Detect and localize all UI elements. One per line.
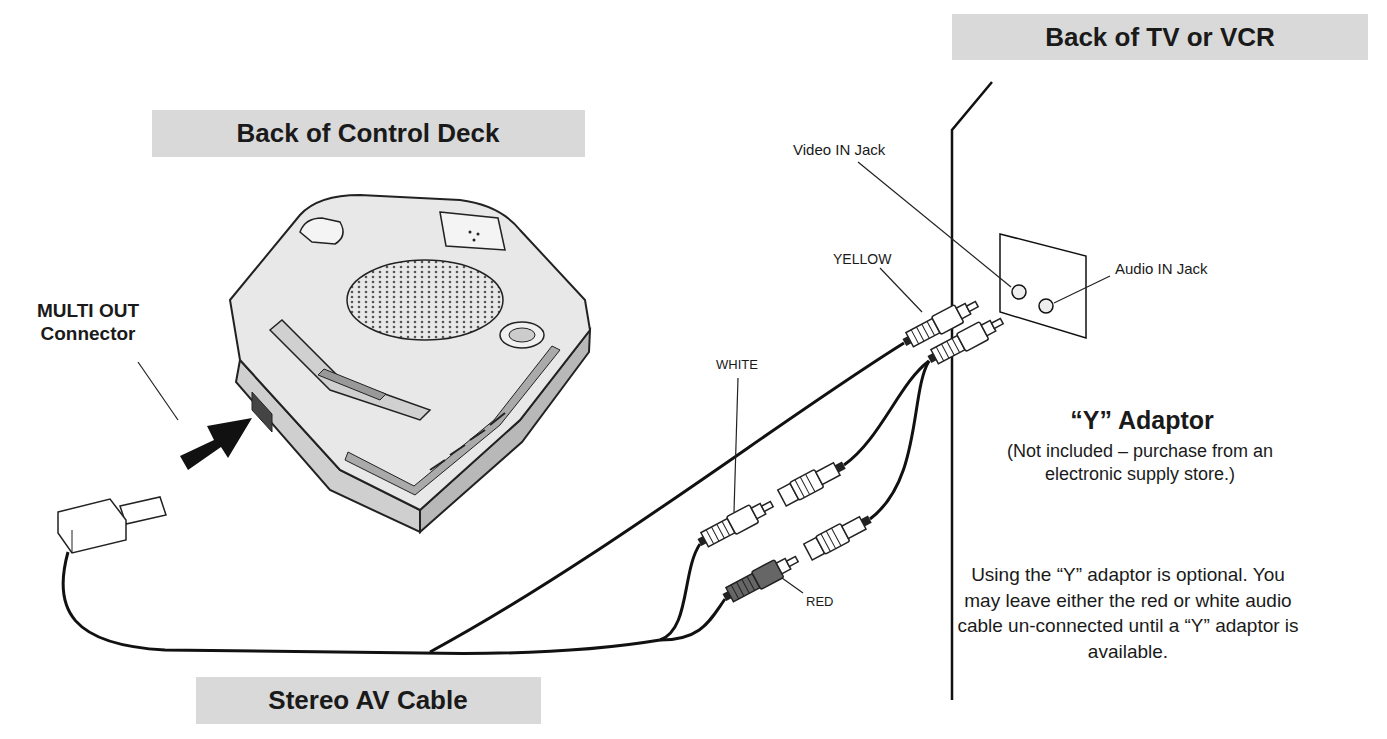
- part-title: “Y” Adaptor: [1070, 405, 1214, 435]
- band-text: Back of TV or VCR: [1045, 22, 1275, 53]
- adaptor-socket: [777, 456, 848, 507]
- caption-band: Stereo AV Cable: [196, 677, 541, 724]
- cable-color-label: RED: [806, 594, 833, 610]
- leader-lines: [734, 162, 1110, 593]
- note: Using the “Y” adaptor is optional. You m…: [953, 562, 1303, 665]
- control-deck: [230, 195, 590, 532]
- jack-label: Video IN Jack: [793, 141, 885, 159]
- adaptor-plug: [925, 312, 1007, 368]
- leader-line: [138, 362, 178, 420]
- heading-band: Back of TV or VCR: [952, 14, 1368, 60]
- red-plug: [720, 550, 802, 606]
- heading-band: Back of Control Deck: [152, 110, 585, 157]
- adaptor-socket: [803, 510, 874, 561]
- av-cable: [63, 343, 929, 653]
- white-plug: [695, 495, 777, 551]
- band-text: Back of Control Deck: [237, 118, 500, 149]
- insert-arrow: [180, 418, 252, 470]
- band-text: Stereo AV Cable: [268, 685, 467, 716]
- cable-color-label: WHITE: [716, 357, 758, 373]
- note: (Not included – purchase from an electro…: [980, 440, 1300, 487]
- multi-out-plug: [58, 497, 166, 553]
- jack-label: Audio IN Jack: [1115, 260, 1208, 278]
- cable-color-label: YELLOW: [833, 251, 891, 268]
- connector-label: MULTI OUT Connector: [23, 300, 153, 346]
